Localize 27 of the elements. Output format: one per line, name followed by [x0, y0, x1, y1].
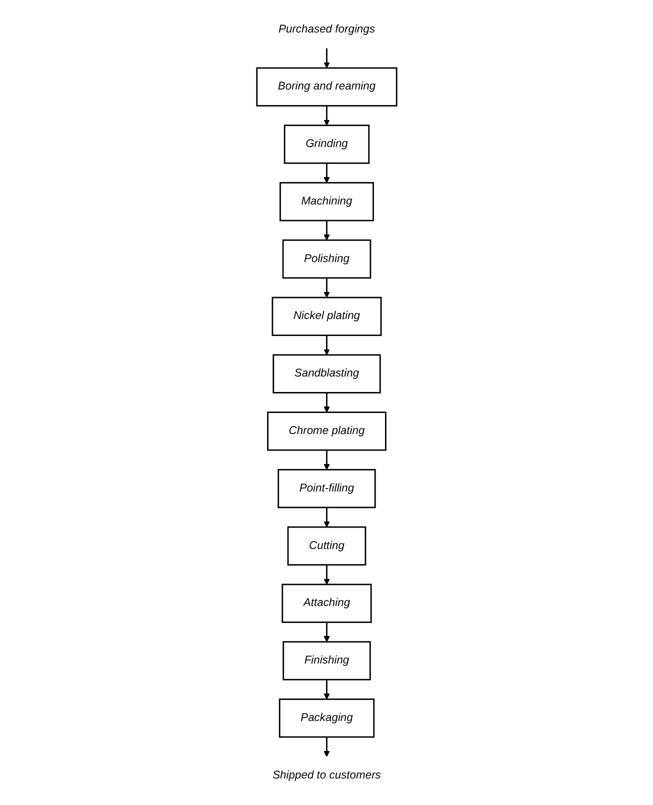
node-box: Packaging — [278, 698, 374, 738]
arrow — [323, 335, 330, 356]
node-box: Point-filling — [277, 468, 376, 508]
node-box: Cutting — [287, 526, 366, 566]
arrow — [323, 220, 330, 240]
node-box: Nickel plating — [272, 296, 382, 336]
arrow — [323, 680, 330, 700]
arrow — [323, 507, 330, 528]
node-box: Chrome plating — [266, 412, 386, 451]
arrow — [323, 48, 330, 68]
arrow — [323, 564, 330, 585]
arrow — [323, 278, 330, 298]
node-text: Purchased forgings — [278, 23, 375, 36]
arrow — [323, 450, 330, 470]
arrow — [323, 163, 330, 184]
node-box: Boring and reaming — [256, 67, 398, 106]
node-text: Shipped to customers — [272, 769, 381, 782]
node-box: Grinding — [284, 124, 370, 164]
node-box: Sandblasting — [272, 354, 381, 394]
arrow — [323, 737, 330, 757]
arrow — [323, 392, 330, 413]
arrow — [323, 106, 330, 126]
node-box: Machining — [279, 182, 374, 222]
node-box: Finishing — [282, 641, 371, 680]
node-box: Polishing — [282, 239, 371, 279]
arrow — [323, 622, 330, 642]
node-box: Attaching — [281, 584, 372, 623]
